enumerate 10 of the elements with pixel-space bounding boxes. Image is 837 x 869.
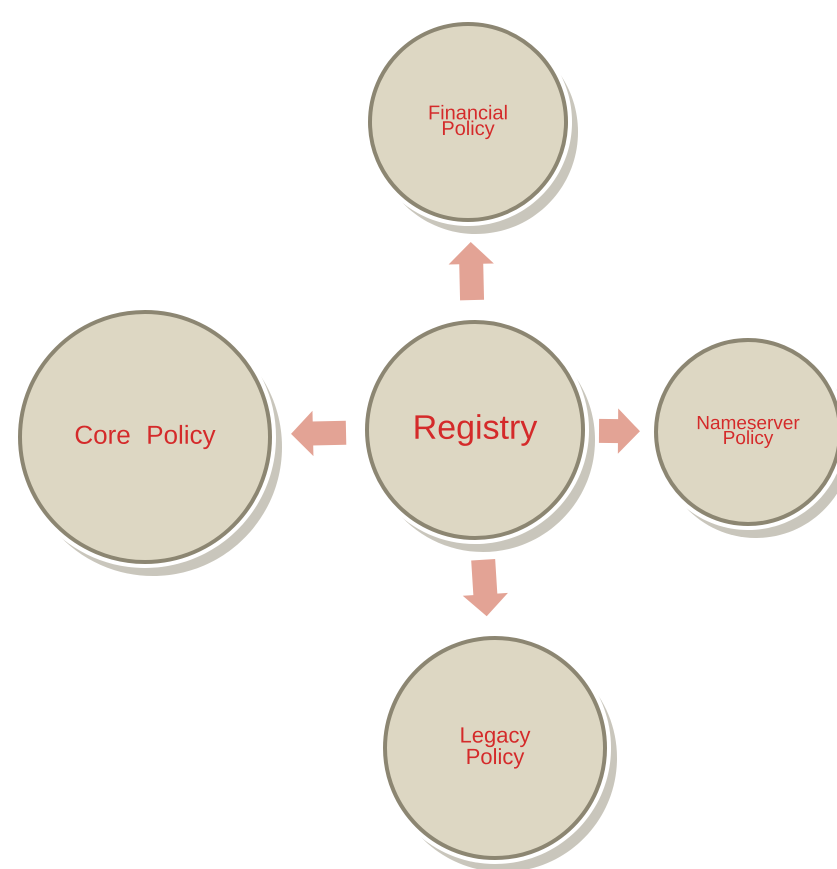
circle-node: Financial Policy — [364, 18, 578, 234]
node-label: Legacy Policy — [461, 727, 530, 769]
node-label: Core Policy — [76, 424, 216, 450]
circle-node: Legacy Policy — [379, 632, 617, 869]
circle-node: Nameserver Policy — [650, 334, 837, 538]
node-label: Financial Policy — [430, 104, 507, 140]
node-label: Nameserver Policy — [698, 416, 800, 448]
circle-node: Core Policy — [14, 306, 282, 576]
circle-node: Registry — [361, 316, 595, 552]
node-label: Registry — [415, 414, 538, 446]
